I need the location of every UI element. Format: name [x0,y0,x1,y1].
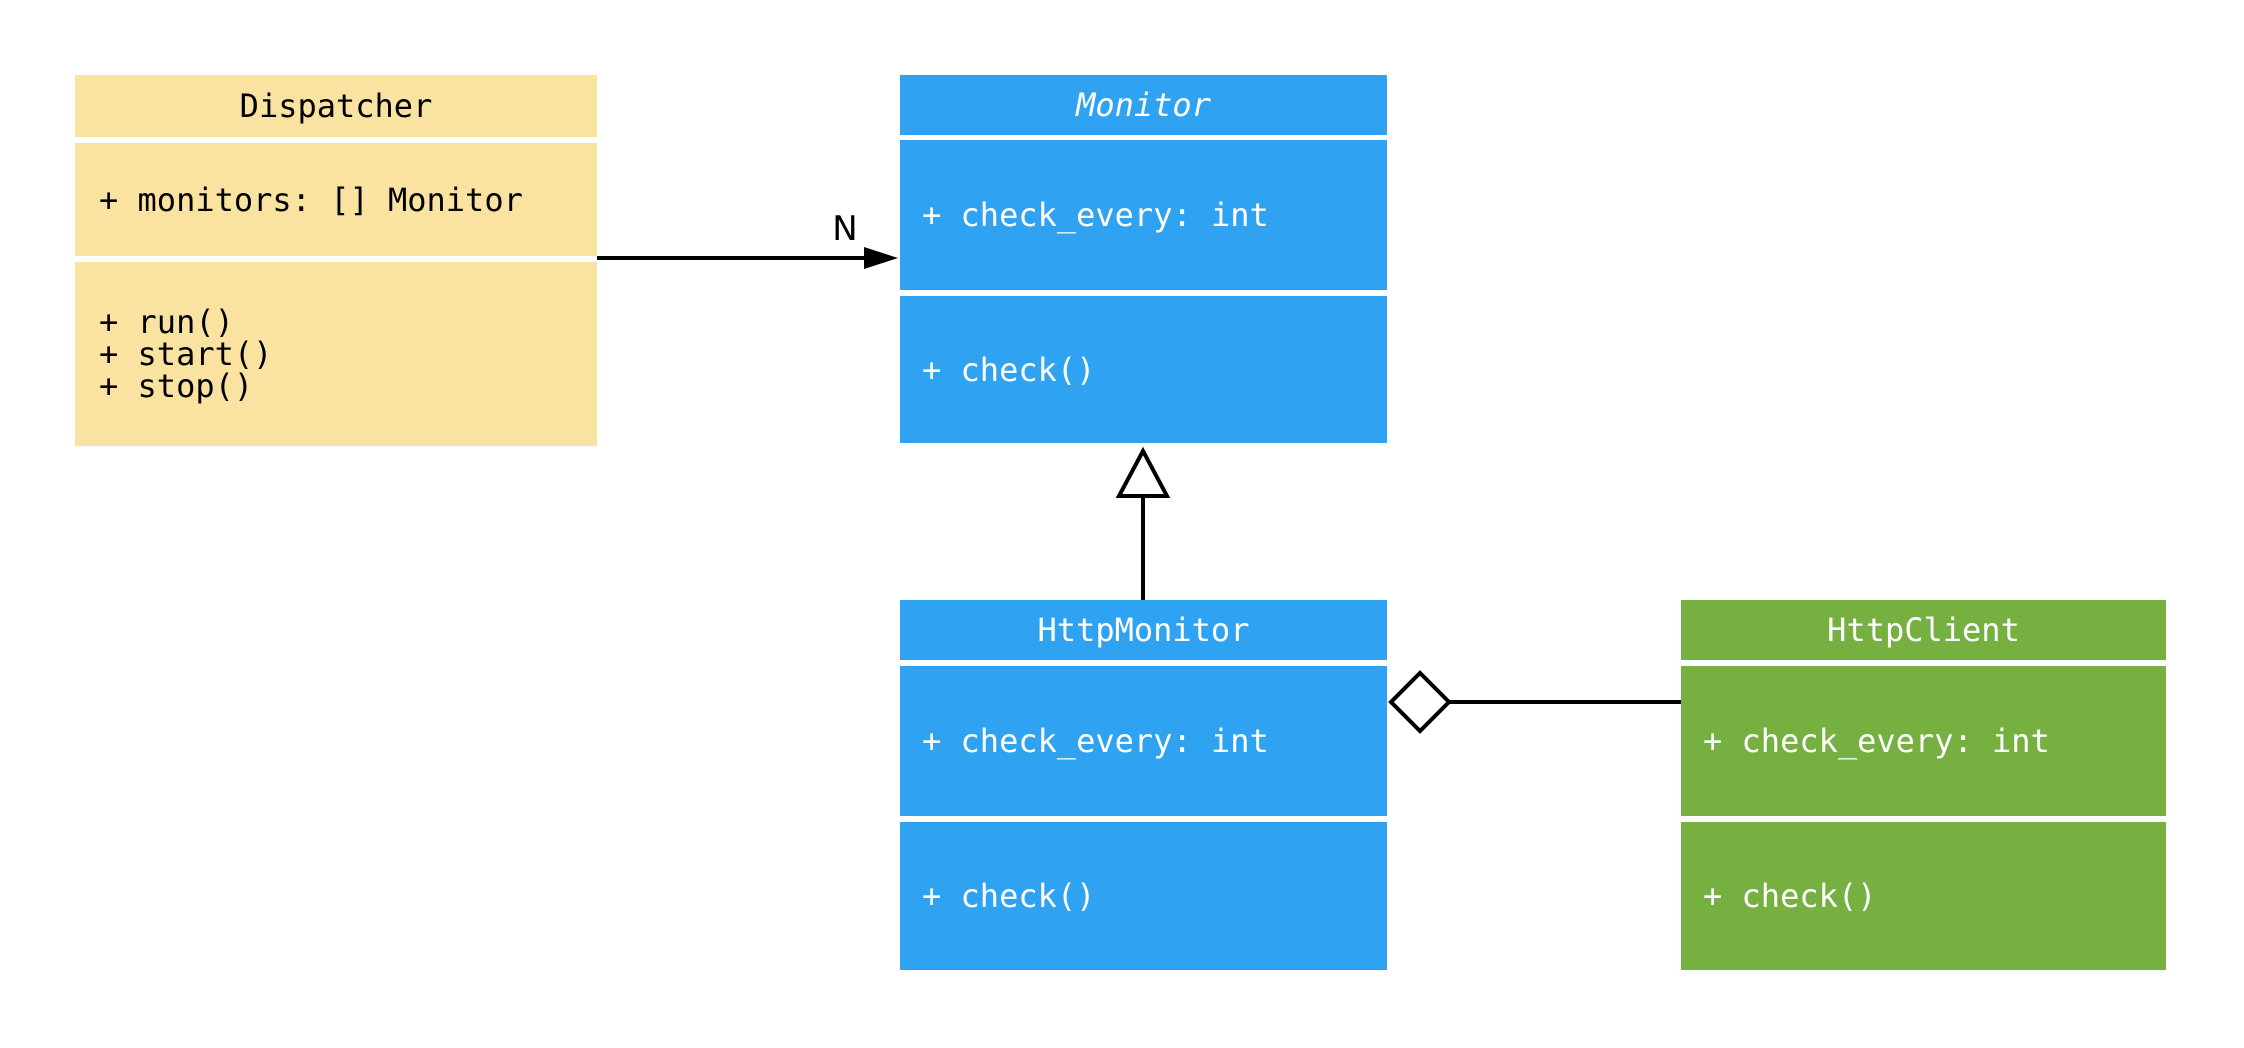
hollow-diamond-icon [1388,670,1452,734]
class-httpmonitor: HttpMonitor + check_every: int + check() [900,600,1387,970]
method-item: + run() [99,303,234,341]
method-item: + start() [99,335,273,373]
class-methods: + check() [900,296,1387,443]
class-title: HttpMonitor [900,600,1387,660]
multiplicity-label: N [832,209,857,249]
class-attributes: + monitors: [] Monitor [75,143,597,256]
attribute-item: + check_every: int [1703,722,2050,760]
method-item: + stop() [99,367,254,405]
class-monitor: Monitor + check_every: int + check() [900,75,1387,443]
class-attributes: + check_every: int [900,140,1387,290]
attribute-item: + check_every: int [922,722,1269,760]
class-methods: + run() + start() + stop() [75,262,597,446]
class-httpclient: HttpClient + check_every: int + check() [1681,600,2166,970]
method-item: + check() [1703,877,1877,915]
class-methods: + check() [900,822,1387,970]
filled-arrowhead-icon [864,247,898,269]
class-title: HttpClient [1681,600,2166,660]
class-attributes: + check_every: int [900,666,1387,816]
attribute-item: + monitors: [] Monitor [99,180,523,219]
method-item: + check() [922,877,1096,915]
association-dispatcher-monitor: N [597,209,898,269]
hollow-triangle-icon [1115,446,1171,498]
attribute-item: + check_every: int [922,196,1269,234]
class-methods: + check() [1681,822,2166,970]
aggregation-httpmonitor-httpclient [1388,670,1681,734]
class-dispatcher: Dispatcher + monitors: [] Monitor + run(… [75,75,597,446]
class-title: Monitor [900,75,1387,135]
class-attributes: + check_every: int [1681,666,2166,816]
class-title: Dispatcher [75,75,597,137]
generalization-httpmonitor-monitor [1115,446,1171,600]
method-item: + check() [922,350,1096,389]
